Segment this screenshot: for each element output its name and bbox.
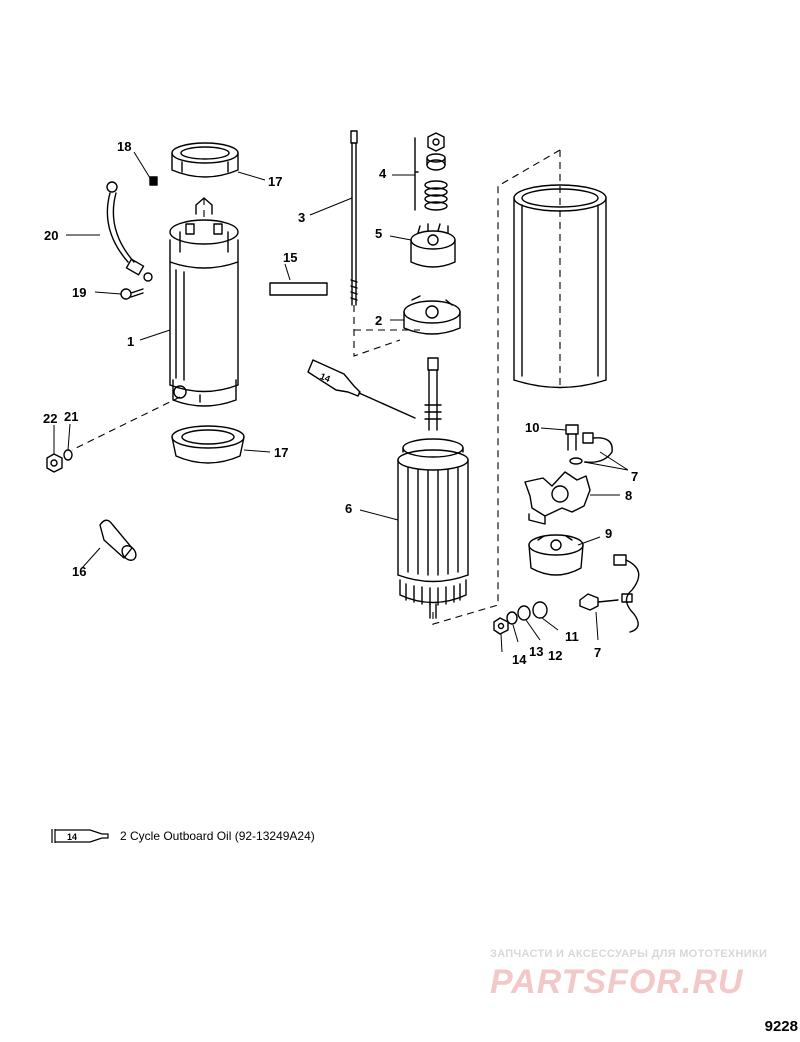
figure-number: 9228 <box>764 1018 798 1035</box>
part-5-pinion-gear <box>410 223 456 268</box>
part-8-brush-plate <box>524 471 591 525</box>
leader-lines <box>53 151 629 653</box>
callout-5: 5 <box>375 226 382 241</box>
oil-tube-icon: 14 <box>51 829 109 843</box>
callout-13: 13 <box>529 644 543 659</box>
part-1-starter-housing <box>169 197 239 407</box>
part-22-nut <box>46 453 63 473</box>
callout-15: 15 <box>283 250 297 265</box>
callout-6: 6 <box>345 501 352 516</box>
part-14-nut <box>493 617 509 635</box>
part-4-stack <box>414 132 448 211</box>
part-11-washer <box>532 601 548 619</box>
callout-10: 10 <box>525 420 539 435</box>
callout-11: 11 <box>565 629 579 644</box>
part-17-upper-collar <box>171 142 239 178</box>
assembly-dashed-lines <box>71 149 561 626</box>
part-18-clip <box>149 176 158 186</box>
legend: 14 2 Cycle Outboard Oil (92-13249A24) <box>50 826 315 846</box>
callout-20: 20 <box>44 228 58 243</box>
callout-1: 1 <box>127 334 134 349</box>
legend-tube-label: 14 <box>67 832 77 842</box>
callout-19: 19 <box>72 285 86 300</box>
callout-14: 14 <box>512 652 527 667</box>
part-3-through-bolt <box>350 130 358 306</box>
callout-3: 3 <box>298 210 305 225</box>
part-19-screw <box>120 288 144 300</box>
callout-17-upper: 17 <box>268 174 282 189</box>
part-16-boot <box>99 519 137 561</box>
callout-22: 22 <box>43 411 57 426</box>
callout-7-lower: 7 <box>594 645 601 660</box>
watermark-logo: PARTSFOR.RU <box>490 963 744 1001</box>
callout-16: 16 <box>72 564 86 579</box>
part-6-armature <box>397 357 469 619</box>
callout-4: 4 <box>379 166 387 181</box>
part-17-lower-collar <box>171 425 245 464</box>
callout-7-upper: 7 <box>631 469 638 484</box>
callout-labels: 1 2 3 4 5 6 7 7 8 9 10 11 12 13 14 15 16… <box>43 139 638 667</box>
part-20-cable <box>106 181 153 282</box>
part-7-brush-upper <box>569 432 613 465</box>
callout-12: 12 <box>548 648 562 663</box>
part-12-washer <box>517 605 531 621</box>
callout-8: 8 <box>625 488 632 503</box>
tube-label: 14 <box>319 371 332 384</box>
callout-17-lower: 17 <box>274 445 288 460</box>
part-13-washer <box>506 611 518 625</box>
part-10-screw <box>565 424 579 451</box>
part-9-end-head <box>528 534 584 576</box>
callout-2: 2 <box>375 313 382 328</box>
part-15-block <box>269 282 328 296</box>
part-14-oil-tube <box>307 359 416 419</box>
legend-text: 2 Cycle Outboard Oil (92-13249A24) <box>120 829 315 843</box>
watermark-tagline: ЗАПЧАСТИ И АКСЕССУАРЫ ДЛЯ МОТОТЕХНИКИ <box>490 948 768 960</box>
callout-21: 21 <box>64 409 78 424</box>
callout-9: 9 <box>605 526 612 541</box>
part-7-brush-lower <box>579 554 640 633</box>
part-21-washer <box>63 449 73 461</box>
callout-18: 18 <box>117 139 131 154</box>
part-2-end-cap <box>403 295 461 335</box>
